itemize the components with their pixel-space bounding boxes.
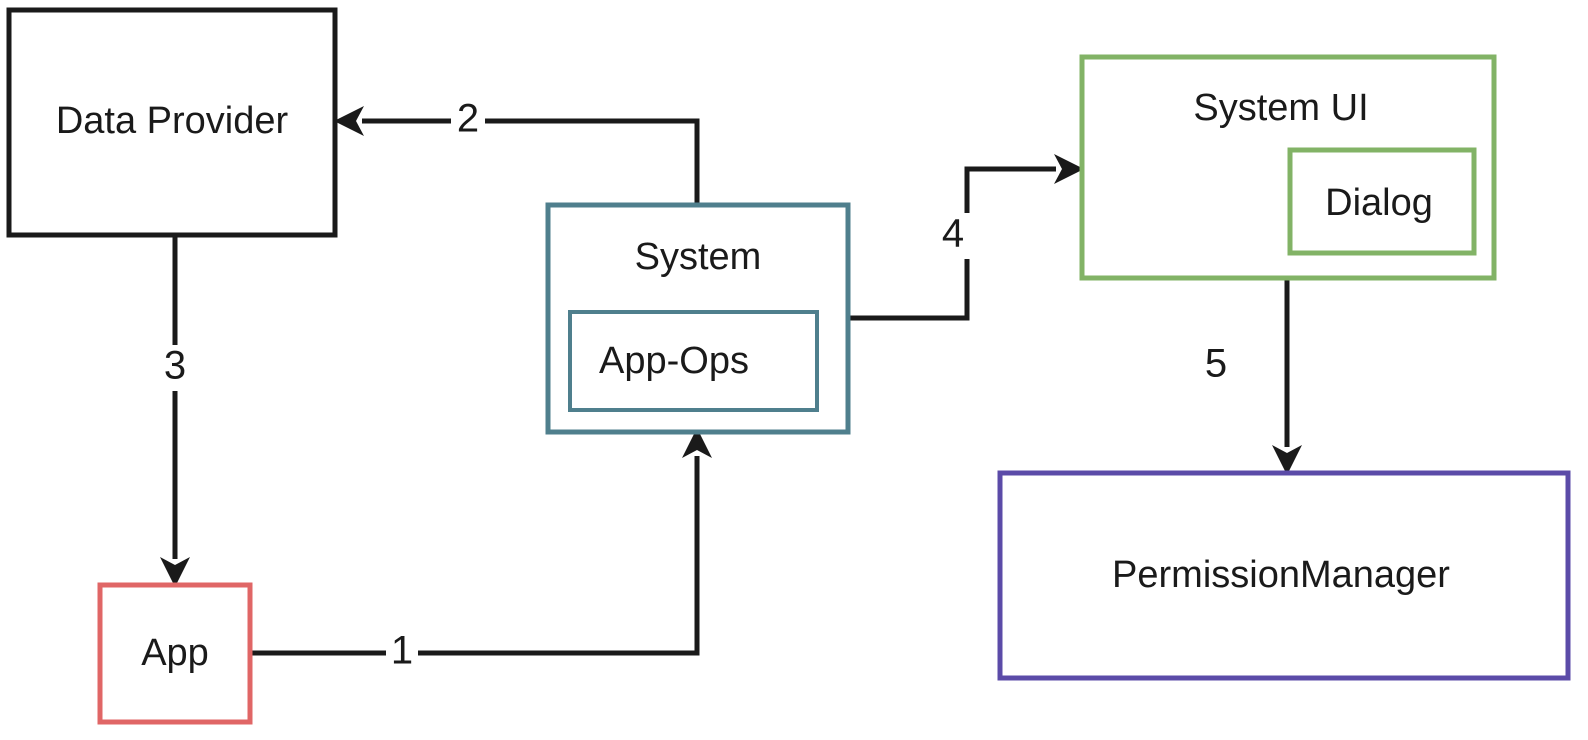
edge-1-label: 1	[391, 629, 413, 673]
node-dialog[interactable]: Dialog	[1287, 147, 1477, 256]
edge-1-line	[250, 456, 700, 656]
app-ops-label: App-Ops	[599, 340, 749, 382]
system-ui-label: System UI	[1193, 87, 1368, 129]
edge-1-app-to-system[interactable]: 1	[250, 428, 712, 676]
node-data-provider[interactable]: Data Provider	[6, 7, 338, 238]
edge-2-system-to-data-provider[interactable]: 2	[334, 97, 700, 205]
edge-2-line	[362, 118, 700, 205]
edge-3-label-bg	[158, 345, 192, 391]
app-label: App	[141, 632, 209, 674]
edge-4-system-to-system-ui[interactable]: 4	[848, 154, 1084, 321]
system-label: System	[635, 236, 762, 278]
app-ops-box	[568, 310, 819, 412]
edge-5-arrowhead	[1272, 445, 1302, 475]
edge-4-label-bg	[936, 213, 970, 259]
permission-manager-label: PermissionManager	[1112, 554, 1450, 596]
node-app[interactable]: App	[97, 582, 253, 725]
edge-1-arrowhead	[682, 428, 712, 458]
edge-3-label: 3	[164, 344, 186, 388]
data-provider-label: Data Provider	[56, 100, 289, 142]
edge-3-data-provider-to-app[interactable]: 3	[158, 235, 192, 587]
edge-2-label: 2	[457, 97, 479, 141]
edge-1-label-bg	[386, 630, 418, 676]
edge-5-system-ui-to-permission-manager[interactable]: 5	[1205, 278, 1302, 475]
edge-2-arrowhead	[334, 106, 364, 136]
edge-4-arrowhead	[1054, 154, 1084, 184]
data-provider-box	[6, 7, 338, 238]
permission-manager-box	[997, 470, 1571, 681]
node-app-ops[interactable]: App-Ops	[568, 310, 819, 412]
edge-4-label: 4	[942, 212, 964, 256]
dialog-box	[1287, 147, 1477, 256]
edge-3-arrowhead	[160, 557, 190, 587]
dialog-label: Dialog	[1325, 182, 1433, 224]
node-permission-manager[interactable]: PermissionManager	[997, 470, 1571, 681]
app-box	[97, 582, 253, 725]
edge-2-label-bg	[451, 98, 485, 144]
edge-5-label: 5	[1205, 342, 1227, 386]
